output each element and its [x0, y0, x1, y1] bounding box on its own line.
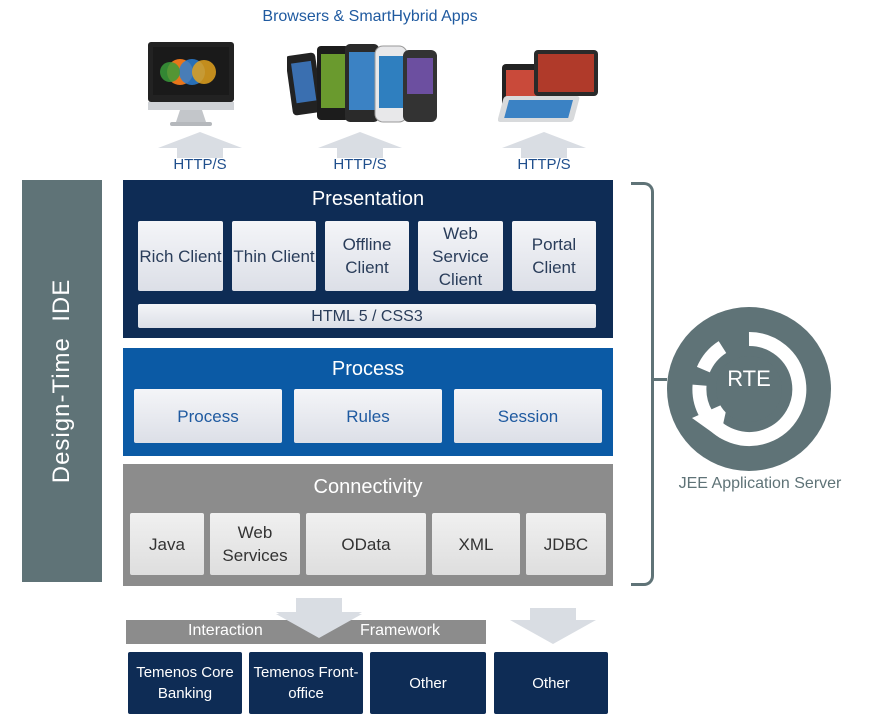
tablets-image [498, 50, 598, 122]
desktop-monitor-image [148, 42, 234, 126]
server-bracket-tick [651, 378, 667, 381]
session-box: Session [454, 389, 602, 443]
framework-label-right: Framework [360, 622, 441, 639]
smartphones-image [287, 44, 437, 123]
connectivity-title: Connectivity [313, 476, 423, 498]
process-title: Process [331, 358, 405, 380]
rich-client-box: Rich Client [138, 221, 223, 291]
jdbc-box: JDBC [526, 513, 606, 575]
up-arrow-icon [158, 132, 242, 148]
html5-css3-bar: HTML 5 / CSS3 [138, 304, 596, 328]
offline-client-box: Offline Client [325, 221, 409, 291]
design-time-ide-label-wrap: Design-Time IDE [22, 180, 102, 582]
portal-client-box: Portal Client [512, 221, 596, 291]
web-service-client-box: Web Service Client [418, 221, 503, 291]
backend-other-box: Other [370, 652, 486, 714]
rules-box: Rules [294, 389, 442, 443]
up-arrow-icon [318, 132, 402, 148]
up-arrow-stem [521, 148, 567, 158]
down-arrow-overlay-icon [276, 614, 362, 638]
design-time-ide-label: Design-Time IDE [48, 278, 76, 484]
framework-label-left: Interaction [188, 622, 263, 639]
protocol-label: HTTP/S [517, 156, 571, 173]
protocol-label: HTTP/S [173, 156, 227, 173]
xml-box: XML [432, 513, 520, 575]
up-arrow-icon [502, 132, 586, 148]
java-box: Java [130, 513, 204, 575]
odata-box: OData [306, 513, 426, 575]
design-time-ide-panel [22, 180, 102, 582]
backend-front-office-box: Temenos Front-office [249, 652, 363, 714]
up-arrow-stem [337, 148, 383, 158]
web-services-box: Web Services [210, 513, 300, 575]
jee-application-server-label: JEE Application Server [678, 475, 842, 492]
diagram-title: Browsers & SmartHybrid Apps [262, 8, 478, 25]
down-arrow-icon [510, 608, 596, 644]
protocol-label: HTTP/S [333, 156, 387, 173]
rte-badge: RTE [727, 366, 771, 391]
server-bracket [631, 182, 654, 586]
presentation-title: Presentation [311, 188, 425, 210]
rte-cycle-icon [667, 307, 831, 471]
thin-client-box: Thin Client [232, 221, 316, 291]
backend-other-box-2: Other [494, 652, 608, 714]
up-arrow-stem [177, 148, 223, 158]
backend-core-banking-box: Temenos Core Banking [128, 652, 242, 714]
process-box: Process [134, 389, 282, 443]
